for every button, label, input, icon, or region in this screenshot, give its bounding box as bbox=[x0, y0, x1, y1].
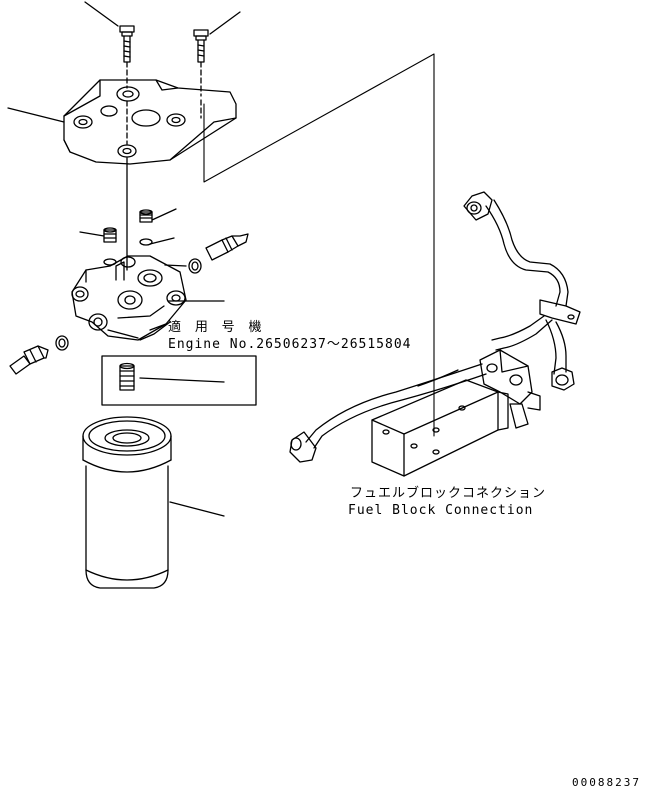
o-ring-left bbox=[55, 335, 69, 351]
leader-lines bbox=[7, 1, 241, 517]
fuel-block-harness bbox=[289, 191, 581, 477]
drawing-number: 00088237 bbox=[572, 776, 641, 789]
bolt-left bbox=[119, 25, 135, 63]
serial-label-en: Engine No.26506237～26515804 bbox=[168, 337, 412, 352]
bolt-right bbox=[193, 29, 209, 63]
plug-detail-box bbox=[101, 355, 257, 406]
fuel-block-label-en: Fuel Block Connection bbox=[348, 503, 534, 518]
washer-small bbox=[139, 238, 153, 246]
serial-label-jp: 適 用 号 機 bbox=[168, 320, 265, 335]
o-ring-right-inner bbox=[191, 261, 199, 271]
fuel-filter-cartridge bbox=[82, 416, 172, 589]
assembly-connection-line bbox=[203, 53, 435, 437]
mounting-bracket bbox=[63, 79, 237, 165]
plug-left bbox=[103, 227, 117, 243]
fitting-right bbox=[205, 233, 249, 261]
o-ring-right bbox=[188, 258, 202, 274]
fuel-block-label-jp: フュエルブロックコネクション bbox=[350, 486, 547, 501]
plug-upper bbox=[139, 209, 153, 223]
fitting-left bbox=[9, 345, 49, 375]
o-ring-left-inner bbox=[58, 338, 66, 348]
filter-head bbox=[71, 255, 187, 341]
